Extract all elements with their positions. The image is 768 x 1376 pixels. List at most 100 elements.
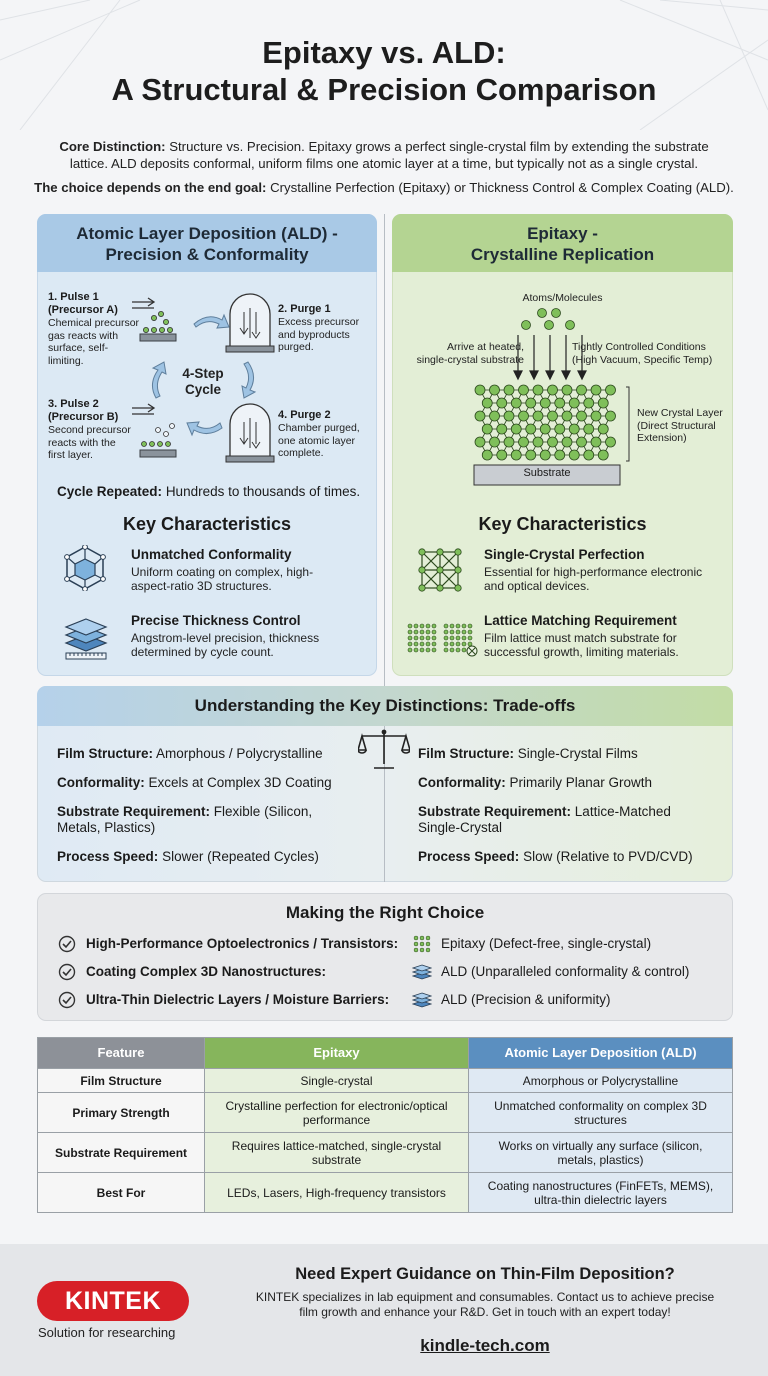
cell-text: structures [574,1112,627,1127]
tradeoff-value: Primarily Planar Growth [509,775,653,790]
lattice-atom [525,423,537,435]
lattice-atom [590,384,602,396]
cell-ald: Works on virtually any surface (silicon,… [468,1132,733,1173]
intro-core: Core Distinction: Structure vs. Precisio… [34,138,734,172]
header-feature: Feature [37,1037,205,1069]
lattice-atom [590,410,602,422]
lattice-dot [455,635,461,641]
choice-pick: ALD (Precision & uniformity) [441,992,611,1007]
cycle-label-2: Cycle [184,382,222,397]
check-circle-icon [58,963,76,981]
lattice-dot [443,647,449,653]
lattice-atom [568,423,580,435]
cell-text: performance [302,1112,371,1127]
lattice-dot [431,647,437,653]
lattice-dot [467,635,473,641]
step-1-desc-1: Chemical precursor [48,317,140,329]
cell-text: Works on virtually any surface (silicon, [498,1138,703,1153]
tradeoff-label: Substrate Requirement: [57,804,211,819]
lattice-dot [425,635,431,641]
header-epitaxy: Epitaxy [204,1037,469,1069]
epi-tradeoff-structure: Film Structure: Single-Crystal Films [418,746,723,762]
choice-pick: Epitaxy (Defect-free, single-crystal) [441,936,652,951]
lattice-atom [539,397,551,409]
pulse-2-icon [132,403,177,458]
ald-tradeoff-list: Film Structure: Amorphous / Polycrystall… [57,746,357,865]
tradeoffs-divider [384,726,385,882]
lattice-atom [496,449,508,461]
cell-epitaxy: Crystalline perfection for electronic/op… [204,1092,469,1133]
purge-1-icon [225,293,275,353]
check-circle-icon [58,935,76,953]
lattice-atom [554,397,566,409]
cell-feature: Best For [37,1172,205,1213]
lattice-atom [481,449,493,461]
comparison-table: Feature Epitaxy Atomic Layer Deposition … [37,1037,733,1213]
table-header-row: Feature Epitaxy Atomic Layer Deposition … [37,1037,733,1069]
step-2-title: 2. Purge 1 [278,303,331,315]
substrate-label: Substrate [523,467,571,479]
kintek-logo[interactable]: KINTEK [37,1281,189,1321]
lattice-atom [496,397,508,409]
table-row: Primary Strength Crystalline perfection … [37,1092,733,1133]
table-row: Best For LEDs, Lasers, High-frequency tr… [37,1172,733,1213]
background-pattern [0,0,768,130]
lattice-atom [605,410,616,422]
lattice-atom [532,384,544,396]
lattice-dot [443,629,449,635]
epi-feature-1-title: Single-Crystal Perfection [484,547,645,562]
core-text-2: lattice. ALD deposits conformal, uniform… [69,156,699,171]
ald-cycle-diagram [132,293,275,463]
lattice-atom [503,384,515,396]
lattice-dot [461,629,467,635]
ald-feature-1: Unmatched Conformality Uniform coating o… [131,547,371,593]
lattice-dot [419,641,425,647]
ald-title-1: Atomic Layer Deposition (ALD) - [76,224,338,243]
choice-text: Crystalline Perfection (Epitaxy) or Thic… [270,180,734,195]
lattice-dot [413,647,419,653]
lattice-atom [547,410,558,422]
lattice-atom [489,410,500,422]
tradeoff-value: Single-Crystal Films [517,746,638,761]
lattice-atom [568,449,580,461]
tradeoff-label: Process Speed: [418,849,520,864]
epi-tradeoff-conformality: Conformality: Primarily Planar Growth [418,775,723,791]
intro-choice: The choice depends on the end goal: Crys… [34,179,734,196]
new-layer-label-1: New Crystal Layer [637,407,723,419]
ald-feature-2: Precise Thickness Control Angstrom-level… [131,613,371,659]
lattice-atom [547,436,558,448]
lattice-atom [605,384,616,396]
cell-text: metals, plastics) [557,1152,644,1167]
lattice-dot [419,623,425,629]
table-row: Substrate Requirement Requires lattice-m… [37,1132,733,1173]
ald-tradeoff-structure: Film Structure: Amorphous / Polycrystall… [57,746,357,762]
lattice-atom [489,384,500,396]
lattice-dot [455,647,461,653]
substrate-block [473,464,621,486]
cell-epitaxy: LEDs, Lasers, High-frequency transistors [204,1172,469,1213]
logo-tagline: Solution for researching [38,1325,176,1340]
tradeoffs-title: Understanding the Key Distinctions: Trad… [194,696,576,715]
ald-step-4: 4. Purge 2 Chamber purged, one atomic la… [278,409,374,460]
step-1-desc-2: gas reacts with [48,329,119,342]
layer-bracket [626,386,630,462]
lattice-atom [525,397,537,409]
conditions-label: Tightly Controlled Conditions (High Vacu… [572,341,732,366]
deposition-arrows [513,335,587,381]
lattice-dot [455,641,461,647]
choice-label: The choice depends on the end goal: [34,180,267,195]
cycle-label: 4-Step Cycle [172,366,234,398]
epi-key-characteristics: Key Characteristics [478,514,647,534]
epi-feature-2: Lattice Matching Requirement Film lattic… [484,613,729,659]
tradeoff-value: Excels at Complex 3D Coating [148,775,332,790]
lattice-dot [443,623,449,629]
lattice-atom [518,410,529,422]
step-3-title: 3. Pulse 2 [48,398,99,410]
lattice-dot [425,641,431,647]
step-3-desc-2: reacts with the [48,436,116,449]
cell-text: Coating nanostructures (FinFETs, MEMS), [487,1178,714,1193]
website-link[interactable]: kindle-tech.com [420,1336,550,1355]
ald-step-3: 3. Pulse 2 (Precursor B) Second precurso… [48,398,148,462]
ald-key-characteristics: Key Characteristics [122,514,292,534]
